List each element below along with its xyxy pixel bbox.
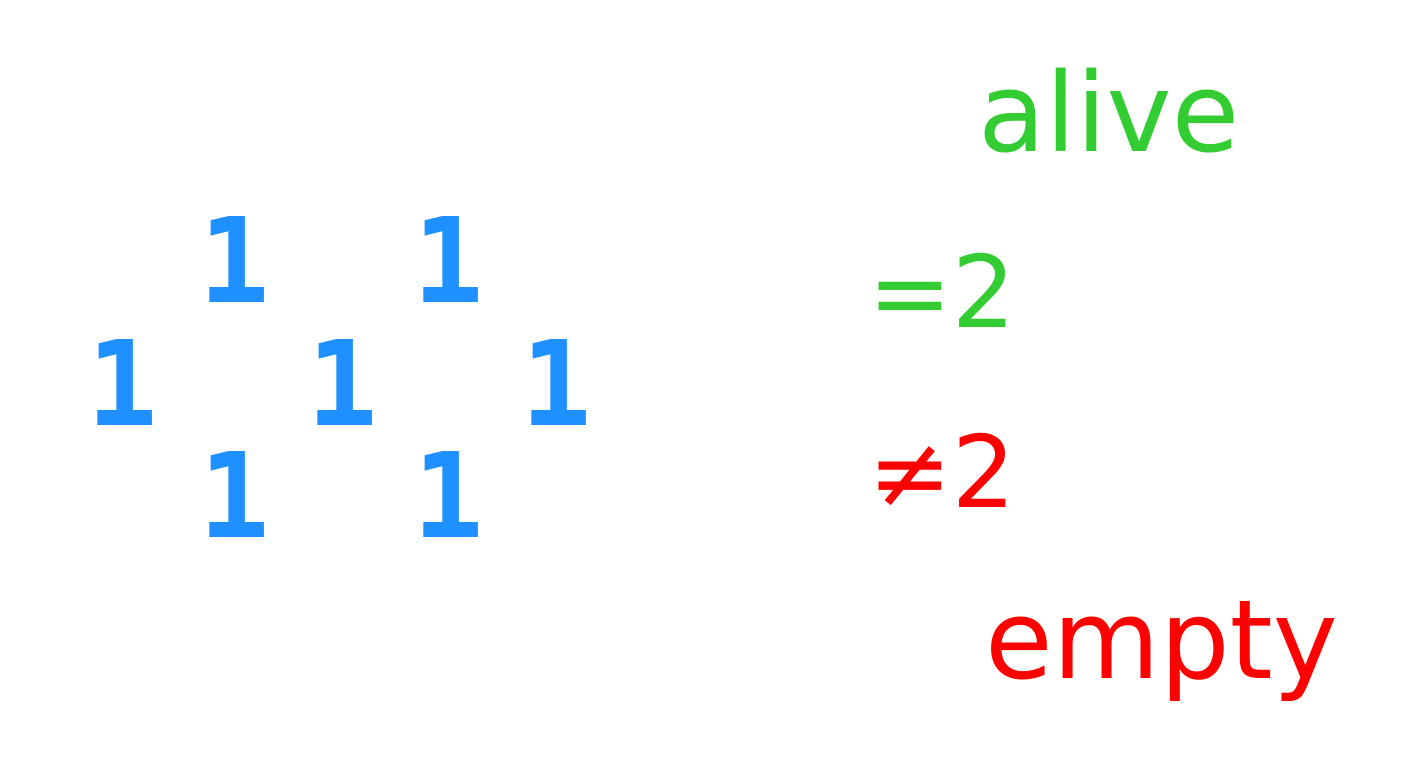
equal-two-rule: =2 xyxy=(868,234,1016,351)
cell-bottom-left: 1 xyxy=(198,427,270,565)
cell-bottom-right: 1 xyxy=(412,427,484,565)
cell-top-right: 1 xyxy=(412,192,484,330)
cell-middle-right: 1 xyxy=(520,315,592,453)
cell-center: 1 xyxy=(306,315,378,453)
empty-label: empty xyxy=(985,576,1338,704)
not-equal-two-rule: ≠2 xyxy=(868,414,1016,531)
cell-top-left: 1 xyxy=(198,192,270,330)
cell-middle-left: 1 xyxy=(86,315,158,453)
alive-label: alive xyxy=(978,49,1240,177)
